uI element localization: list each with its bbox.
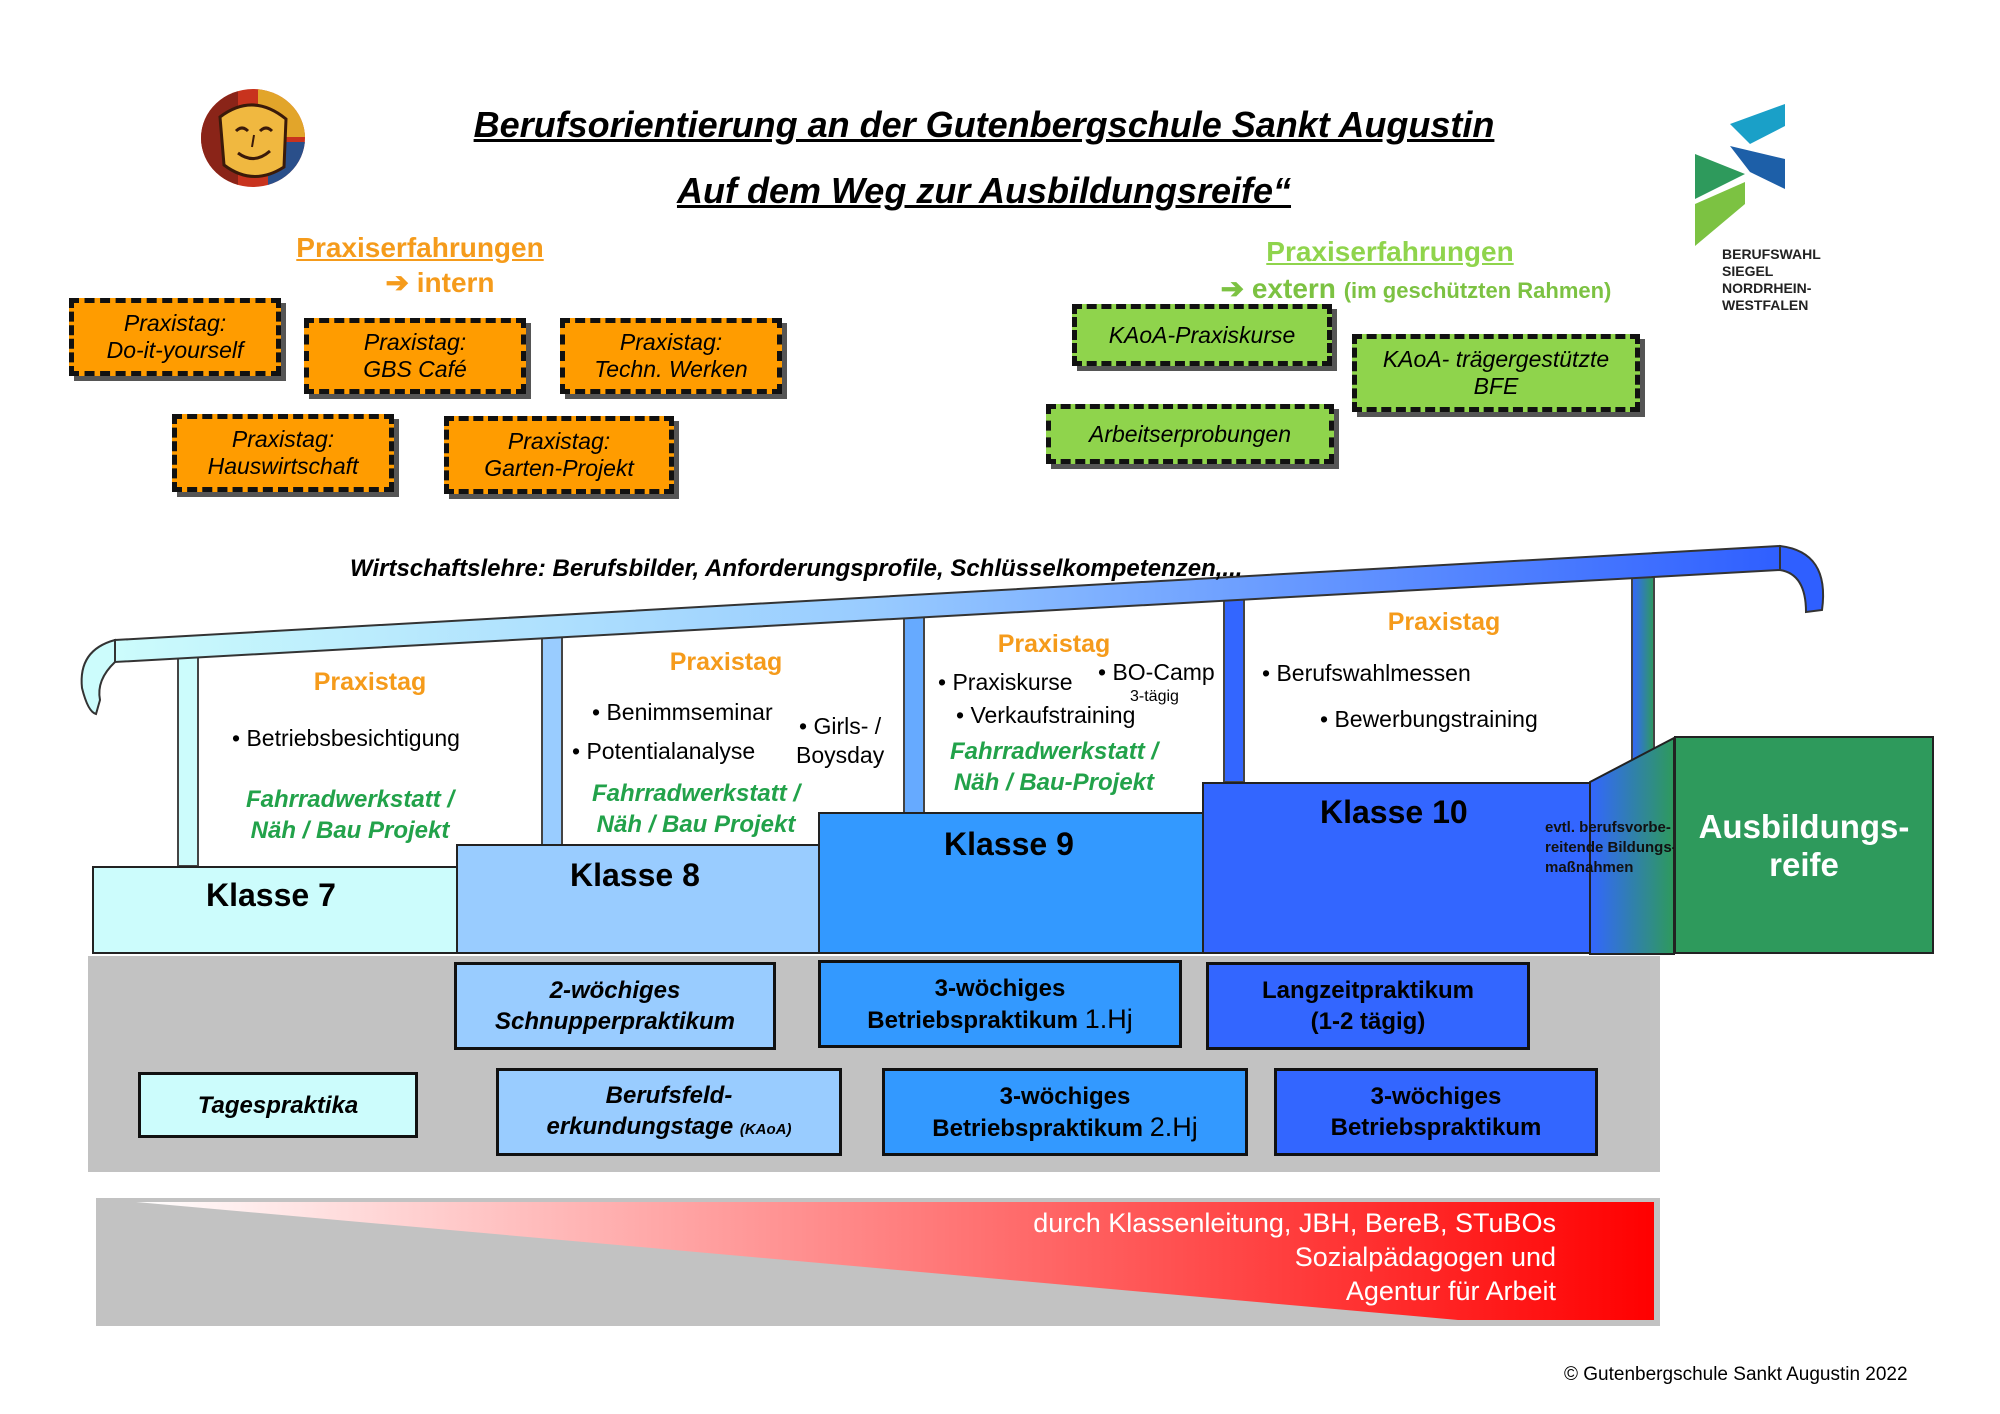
k7-praxistag-label: Praxistag (313, 668, 427, 696)
roof-ramp (80, 544, 1825, 867)
title-line-2: Auf dem Weg zur Ausbildungsreife“ (676, 170, 1292, 211)
k9-green-text: Fahrradwerkstatt /Näh / Bau-Projekt (949, 738, 1159, 796)
berufswahl-siegel-text: BERUFSWAHL SIEGEL NORDRHEIN- WESTFALEN (1722, 246, 1821, 313)
k9-bullet-verkaufstraining: • Verkaufstraining (956, 702, 1136, 728)
k9-bo-camp-note: 3-tägig (1130, 688, 1179, 705)
arbeitserprobungen-box: Arbeitserprobungen (1046, 404, 1334, 464)
k10-bullet-bewerbungstraining: • Bewerbungstraining (1320, 706, 1538, 732)
praxistag-box-do-it-yourself: Praxistag:Do-it-yourself (69, 298, 281, 376)
intern-heading: Praxiserfahrungen (296, 232, 544, 263)
support-band (96, 1198, 1660, 1326)
k8-bullet-benimmseminar: • Benimmseminar (592, 699, 773, 725)
klasse-7-step (92, 866, 458, 954)
copyright-icon: © (1564, 1364, 1578, 1385)
ausbildungsreife-box (1674, 736, 1934, 954)
k10-praxistag-label: Praxistag (1387, 608, 1501, 636)
klasse-10-label: Klasse 10 (1320, 794, 1468, 830)
bridge-text: evtl. berufsvorbe- reitende Bildungs- ma… (1545, 819, 1677, 876)
betriebspraktikum-2hj-box: 3-wöchiges Betriebspraktikum 2.Hj (882, 1068, 1248, 1156)
k8-praxistag-label: Praxistag (669, 648, 783, 676)
arrow-right-icon: ➔ (385, 267, 409, 298)
school-logo-icon (201, 89, 305, 187)
schnupperpraktikum-box: 2-wöchiges Schnupperpraktikum (454, 962, 776, 1050)
extern-subheading: ➔ extern (im geschützten Rahmen) (1220, 273, 1612, 304)
kaoa-praxiskurse-box: KAoA-Praxiskurse (1072, 304, 1332, 366)
klasse-9-label: Klasse 9 (944, 826, 1074, 862)
bridge-to-goal (1589, 736, 1675, 955)
copyright: © Gutenbergschule Sankt Augustin 2022 (1564, 1364, 1908, 1385)
berufsfelderkundungstage-box: Berufsfeld- erkundungstage (KAoA) (496, 1068, 842, 1156)
tagespraktika-box: Tagespraktika (138, 1072, 418, 1138)
k9-bullet-praxiskurse: • Praxiskurse (938, 669, 1073, 695)
k9-bo-camp: • BO-Camp (1098, 659, 1215, 685)
support-text: durch Klassenleitung, JBH, BereB, STuBOs… (1033, 1208, 1556, 1306)
roof-label: Wirtschaftslehre: Berufsbilder, Anforder… (350, 555, 1243, 582)
k9-praxistag-label: Praxistag (997, 630, 1111, 658)
k10-bullet-berufswahlmessen: • Berufswahlmessen (1262, 660, 1471, 686)
extern-heading: Praxiserfahrungen (1266, 236, 1514, 267)
berufswahl-siegel-logo-icon (1695, 104, 1785, 246)
praxistag-box-garten-projekt: Praxistag:Garten-Projekt (444, 416, 674, 494)
klasse-8-step (456, 844, 820, 954)
ausbildungsreife-label: Ausbildungs-reife (1698, 808, 1910, 883)
k7-green-text: Fahrradwerkstatt /Näh / Bau Projekt (245, 786, 455, 844)
k7-bullet-betriebsbesichtigung: • Betriebsbesichtigung (232, 725, 460, 751)
praxistag-box-gbs-cafe: Praxistag:GBS Café (304, 318, 526, 394)
klasse-10-step (1202, 782, 1592, 954)
langzeitpraktikum-box: Langzeitpraktikum (1-2 tägig) (1206, 962, 1530, 1050)
betriebspraktikum-k10-box: 3-wöchiges Betriebspraktikum (1274, 1068, 1598, 1156)
title-line-1: Berufsorientierung an der Gutenbergschul… (473, 104, 1495, 145)
k8-bullet-potentialanalyse: • Potentialanalyse (572, 738, 756, 764)
betriebspraktikum-1hj-box: 3-wöchiges Betriebspraktikum 1.Hj (818, 960, 1182, 1048)
klasse-8-label: Klasse 8 (570, 857, 700, 893)
klasse-7-label: Klasse 7 (206, 877, 336, 913)
klasse-9-step (818, 812, 1204, 954)
intern-subheading: ➔ intern (385, 267, 495, 298)
praxistag-box-techn-werken: Praxistag:Techn. Werken (560, 318, 782, 394)
arrow-right-icon: ➔ (1220, 273, 1245, 304)
k8-green-text: Fahrradwerkstatt /Näh / Bau Projekt (591, 780, 801, 838)
praxistag-box-hauswirtschaft: Praxistag:Hauswirtschaft (172, 414, 394, 492)
k8-girls-boysday: • Girls- /Boysday (796, 713, 885, 768)
